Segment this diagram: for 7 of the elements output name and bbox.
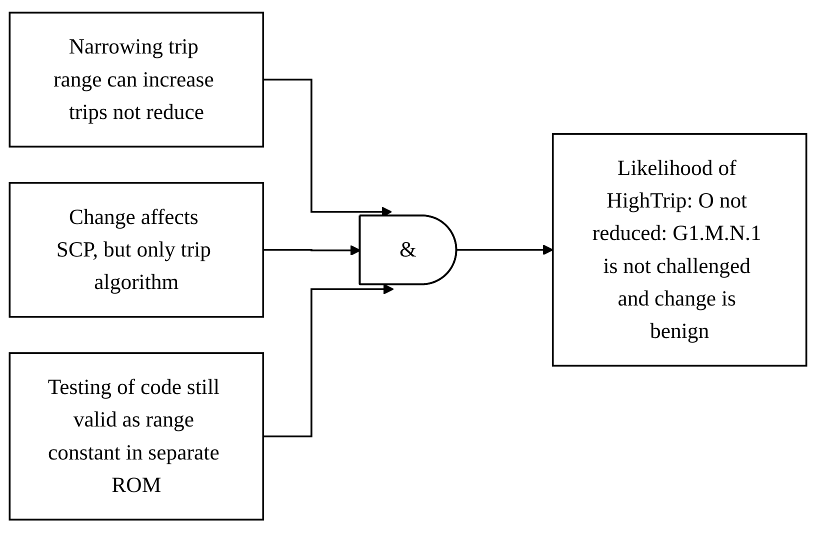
node-box: Narrowing trip range can increase trips not reduce [8, 12, 264, 148]
arrow [262, 284, 394, 438]
node-box: Likelihood of HighTrip: O not reduced: G1.M.N.1 is not challenged and change is benign [552, 133, 808, 367]
node-box: Change affects SCP, but only trip algorithm [8, 182, 264, 318]
node-box: Testing of code still valid as range constant in separate ROM [8, 352, 264, 521]
arrow [262, 245, 361, 256]
arrow [456, 244, 554, 256]
